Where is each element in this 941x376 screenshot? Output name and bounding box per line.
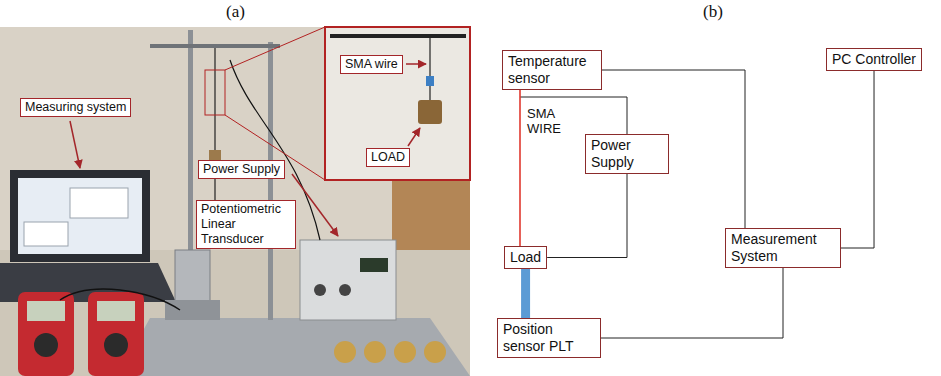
- photo-callout: Potentiometric Linear Transducer: [196, 200, 296, 249]
- node-text: Power Supply: [203, 162, 280, 177]
- supply-box: Power Supply: [585, 134, 669, 174]
- sma-wire: [519, 90, 521, 246]
- stand-arm: [150, 44, 280, 48]
- stand-rod: [268, 42, 273, 320]
- brass-weight: [424, 341, 446, 363]
- node-text: PC Controller: [832, 51, 916, 68]
- inset-frame: [325, 27, 470, 180]
- cable: [60, 289, 180, 310]
- node-text: Potentiometric Linear Transducer: [201, 202, 291, 247]
- leader-line: [70, 121, 80, 168]
- multimeter-dial: [104, 333, 128, 357]
- inset-load: [418, 100, 442, 124]
- wire-label: SMA WIRE: [527, 106, 571, 136]
- panel-letter: (a): [226, 2, 245, 22]
- screen-window: [70, 188, 128, 218]
- photo-scene: [0, 27, 470, 376]
- photo-callout: LOAD: [366, 148, 410, 167]
- controller-box: PC Controller: [826, 48, 922, 71]
- signal-line: [841, 71, 874, 248]
- inset-clip: [426, 76, 434, 86]
- leader-line: [292, 174, 338, 236]
- leader-line: [408, 128, 420, 146]
- screen-display: [18, 178, 142, 254]
- multimeter: [18, 292, 74, 376]
- inset-photo: [325, 27, 470, 180]
- photo-callout: Measuring system: [20, 98, 131, 117]
- node-text: Measuring system: [25, 100, 126, 115]
- brass-weight: [334, 341, 356, 363]
- screen-window: [24, 222, 68, 246]
- knob: [314, 284, 326, 296]
- photo-callout: Power Supply: [198, 160, 285, 179]
- measurement-box: Measurement System: [725, 228, 841, 268]
- sma-wire-photo: [214, 48, 215, 205]
- power-supply-device: [300, 240, 396, 320]
- supply-display: [360, 258, 388, 272]
- sensor-box: Temperature sensor: [502, 50, 602, 90]
- sensor-box: Position sensor PLT: [497, 318, 601, 358]
- multimeter: [88, 292, 144, 376]
- multimeter-display: [27, 301, 65, 321]
- knob: [339, 284, 351, 296]
- signal-line: [601, 268, 783, 338]
- node-text: Measurement System: [731, 231, 835, 265]
- power-line: [547, 174, 627, 258]
- node-text: Temperature sensor: [508, 53, 596, 87]
- leader-lines: [70, 27, 426, 248]
- multimeter-dial: [34, 333, 58, 357]
- laptop-screen: [10, 170, 150, 262]
- photo-callout: SMA wire: [340, 55, 403, 74]
- node-text: SMA wire: [345, 57, 398, 72]
- node-text: Power Supply: [591, 137, 663, 171]
- panel-letter: (b): [703, 2, 723, 22]
- brass-weight: [394, 341, 416, 363]
- node-text: Position sensor PLT: [503, 321, 595, 355]
- transducer: [175, 250, 210, 302]
- brass-weight: [364, 341, 386, 363]
- base-plate: [118, 318, 470, 376]
- zoom-frame: [205, 70, 225, 115]
- zoom-line: [225, 27, 325, 70]
- load-box: Load: [504, 246, 547, 269]
- node-text: Load: [510, 249, 541, 266]
- inset-arm: [330, 34, 466, 38]
- multimeter-display: [97, 301, 135, 321]
- table: [0, 250, 470, 376]
- transducer-base: [165, 300, 220, 320]
- transducer-rod: [521, 269, 530, 318]
- leader-line: [406, 63, 426, 65]
- node-text: LOAD: [371, 150, 405, 165]
- inset-wire: [429, 38, 430, 100]
